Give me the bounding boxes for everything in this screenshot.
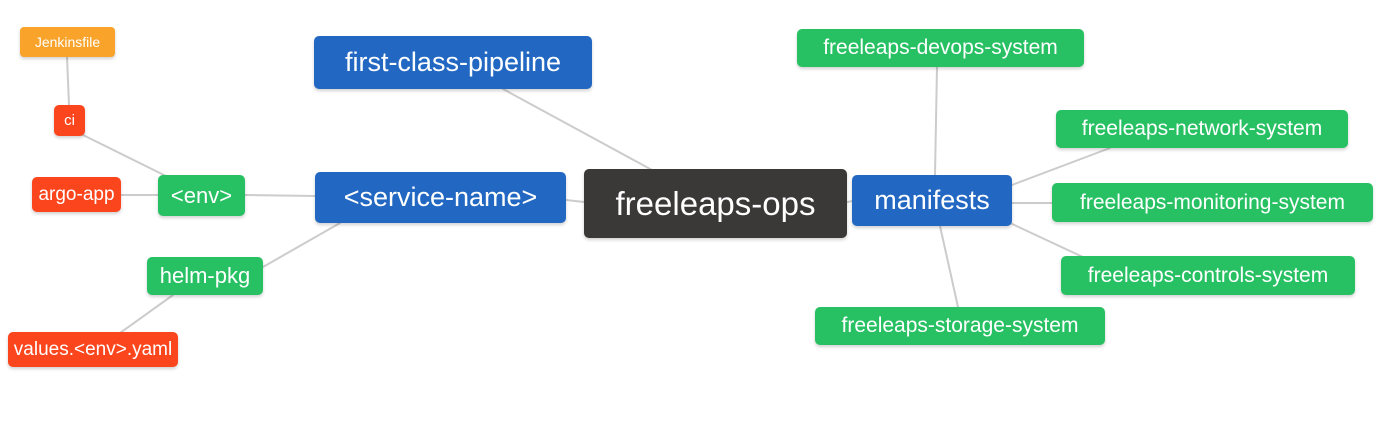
edge-manifests-devops bbox=[934, 66, 938, 176]
edge-ci-env bbox=[80, 133, 171, 179]
node-freeleaps-network-system[interactable]: freeleaps-network-system bbox=[1056, 110, 1348, 148]
edge-manifests-network bbox=[1011, 147, 1111, 186]
edge-jenkinsfile-ci bbox=[66, 56, 70, 106]
edge-manifests-storage bbox=[939, 225, 959, 308]
node-first-class-pipeline[interactable]: first-class-pipeline bbox=[314, 36, 592, 89]
node-freeleaps-ops[interactable]: freeleaps-ops bbox=[584, 169, 847, 238]
node-jenkinsfile[interactable]: Jenkinsfile bbox=[20, 27, 115, 57]
edge-service-name-ops bbox=[565, 199, 585, 203]
node-freeleaps-storage-system[interactable]: freeleaps-storage-system bbox=[815, 307, 1105, 345]
node-ci[interactable]: ci bbox=[54, 105, 85, 136]
edge-env-service-name bbox=[244, 194, 316, 197]
node-freeleaps-controls-system[interactable]: freeleaps-controls-system bbox=[1061, 256, 1355, 295]
node-service-name[interactable]: <service-name> bbox=[315, 172, 566, 223]
node-argo-app[interactable]: argo-app bbox=[32, 177, 121, 212]
node-values-env-yaml[interactable]: values.<env>.yaml bbox=[8, 332, 178, 367]
node-env[interactable]: <env> bbox=[158, 175, 245, 216]
edge-helm-pkg-values bbox=[119, 294, 174, 334]
node-helm-pkg[interactable]: helm-pkg bbox=[147, 257, 263, 295]
node-freeleaps-devops-system[interactable]: freeleaps-devops-system bbox=[797, 29, 1084, 67]
edge-pipeline-ops bbox=[502, 88, 653, 171]
node-manifests[interactable]: manifests bbox=[852, 175, 1012, 226]
node-freeleaps-monitoring-system[interactable]: freeleaps-monitoring-system bbox=[1052, 183, 1373, 222]
edge-manifests-controls bbox=[1009, 222, 1086, 259]
edge-service-name-helm-pkg bbox=[262, 222, 341, 268]
